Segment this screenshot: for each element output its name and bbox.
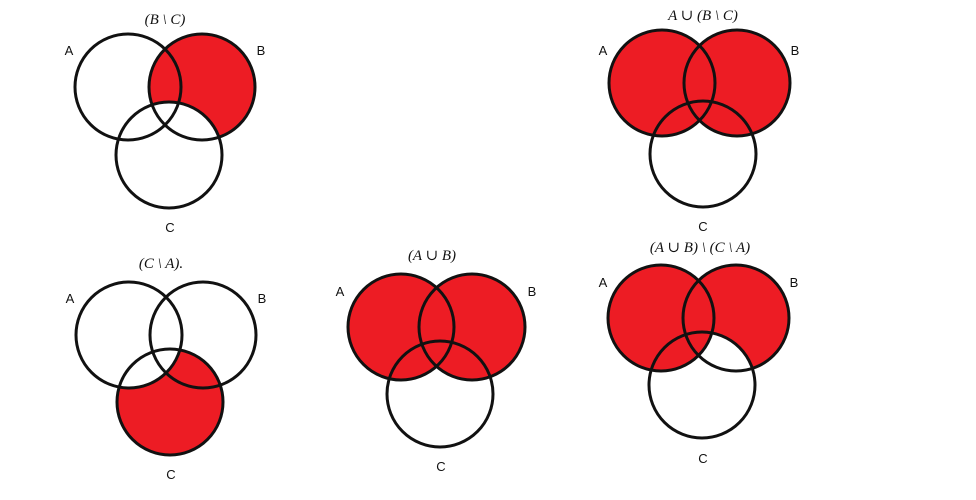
label-a: A — [599, 275, 608, 290]
label-c: C — [698, 451, 707, 466]
circle-a — [606, 263, 716, 373]
circle-b — [681, 263, 791, 373]
diagram-title: (A ∪ B) \ (C \ A) — [650, 240, 750, 256]
circle-c — [647, 330, 757, 440]
label-b: B — [790, 275, 799, 290]
